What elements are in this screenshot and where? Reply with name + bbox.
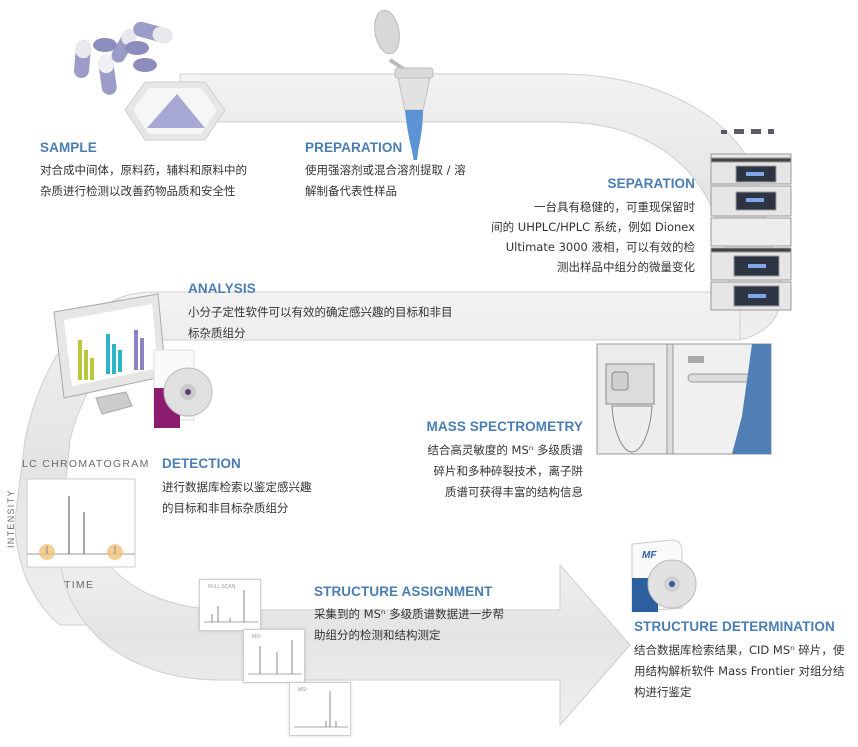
step-desc-mass-spectrometry: 结合高灵敏度的 MSⁿ 多级质谱碎片和多种碎裂技术，离子阱质谱可获得丰富的结构信… (427, 443, 583, 499)
step-title-structure-determination: STRUCTURE DETERMINATION (634, 619, 835, 634)
software-box-label: MF (642, 550, 657, 561)
step-desc-analysis: 小分子定性软件可以有效的确定感兴趣的目标和非目标杂质组分 (188, 305, 453, 340)
step-desc-structure-determination: 结合数据库检索结果，CID MSⁿ 碎片，使用结构解析软件 Mass Front… (634, 643, 845, 699)
step-title-mass-spectrometry: MASS SPECTROMETRY (426, 419, 583, 434)
pills-and-powder-icon (73, 21, 226, 141)
software-box-icon: MF (631, 539, 697, 613)
step-desc-sample: 对合成中间体，原料药，辅料和原料中的杂质进行检测以改善药物品质和安全性 (40, 163, 247, 198)
step-title-separation: SEPARATION (607, 176, 695, 191)
step-title-sample: SAMPLE (40, 140, 97, 155)
band-bottom-arrow (59, 544, 631, 727)
chromatogram-plot (26, 478, 136, 568)
step-desc-preparation: 使用强溶剂或混合溶剂提取 / 溶解制备代表性样品 (305, 163, 466, 198)
step-title-structure-assignment: STRUCTURE ASSIGNMENT (314, 584, 493, 599)
step-desc-separation: 一台具有稳健的，可重现保留时间的 UHPLC/HPLC 系统，例如 Dionex… (491, 200, 695, 274)
chromatogram-title: LC CHROMATOGRAM (22, 458, 150, 470)
chromatogram-xlabel: TIME (64, 579, 95, 591)
chromatogram-ylabel: INTENSITY (6, 489, 16, 548)
ms-card-full-scan: FULL SCAN (199, 579, 261, 631)
monitor-software-icon (53, 293, 213, 428)
step-desc-detection: 进行数据库检索以鉴定感兴趣的目标和非目标杂质组分 (162, 480, 312, 515)
step-title-detection: DETECTION (162, 456, 241, 471)
step-title-analysis: ANALYSIS (188, 281, 256, 296)
step-title-preparation: PREPARATION (305, 140, 403, 155)
hplc-system-icon (710, 129, 792, 311)
ms-card-ms2: MS² (243, 629, 305, 683)
sample-tube-icon (374, 10, 434, 160)
mass-spectrometer-icon (596, 343, 772, 455)
ms-card-ms3: MS³ (289, 682, 351, 736)
step-desc-structure-assignment: 采集到的 MSⁿ 多级质谱数据进一步帮助组分的检测和结构测定 (314, 607, 505, 642)
